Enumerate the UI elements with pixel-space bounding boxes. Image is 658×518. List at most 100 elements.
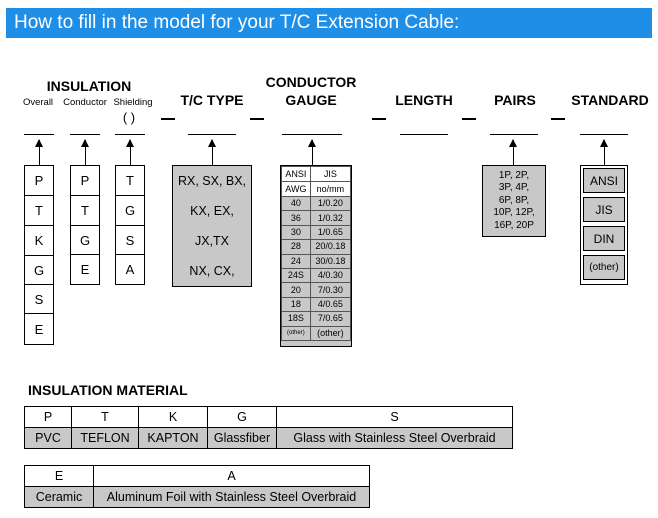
shielding-option: G <box>116 196 144 226</box>
gauge-awg: 18 <box>281 296 311 313</box>
page-banner: How to fill in the model for your T/C Ex… <box>6 8 652 38</box>
standard-option: ANSI <box>583 168 625 193</box>
gauge-row: (other)(other) <box>281 325 352 341</box>
tc-type-option: JX,TX <box>194 234 230 248</box>
material-code: S <box>276 406 513 428</box>
pairs-line: 3P, 4P, <box>498 182 530 194</box>
material-code: K <box>138 406 208 428</box>
shielding-blank <box>115 134 145 135</box>
gauge-awg: 24 <box>281 253 311 269</box>
length-blank <box>400 134 448 135</box>
tc-type-options: RX, SX, BX, KX, EX, JX,TX NX, CX, <box>172 165 252 287</box>
gauge-jis: 1/0.32 <box>309 210 352 226</box>
material-name: KAPTON <box>138 427 208 449</box>
pairs-line: 1P, 2P, <box>498 169 530 181</box>
separator-dash <box>372 118 386 120</box>
pairs-line: 6P, 8P, <box>498 194 530 206</box>
shielding-option: T <box>116 166 144 196</box>
shielding-optional-paren: ( ) <box>122 110 136 125</box>
shielding-subheader: Shielding <box>113 97 153 108</box>
gauge-jis: 4/0.30 <box>309 267 352 284</box>
gauge-jis: (other) <box>309 325 352 341</box>
gauge-head-jis: JIS <box>309 166 352 182</box>
conductor-options: P T G E <box>70 165 100 285</box>
material-code: T <box>71 406 139 428</box>
arrow-up-icon <box>208 139 216 165</box>
gauge-jis: 20/0.18 <box>309 239 352 255</box>
pairs-line: 16P, 20P <box>494 219 534 231</box>
material-code: A <box>93 465 370 487</box>
standard-option: (other) <box>583 255 625 280</box>
insulation-material-title: INSULATION MATERIAL <box>28 382 188 398</box>
pairs-line: 10P, 12P, <box>493 207 535 219</box>
shielding-option: A <box>125 262 135 277</box>
gauge-head-awg: AWG <box>281 181 311 197</box>
insulation-header: INSULATION <box>46 78 132 94</box>
gauge-jis: 1/0.65 <box>309 224 352 241</box>
overall-option: K <box>25 226 53 256</box>
pairs-header: PAIRS <box>494 92 536 108</box>
material-code: E <box>24 465 94 487</box>
gauge-jis: 1/0.20 <box>309 195 352 212</box>
tc-type-option: NX, CX, <box>189 264 235 278</box>
material-name: Glassfiber <box>207 427 277 449</box>
material-name: TEFLON <box>71 427 139 449</box>
gauge-awg: 36 <box>281 210 311 226</box>
gauge-awg: 40 <box>281 195 311 212</box>
standard-options: ANSI JIS DIN (other) <box>580 165 628 285</box>
standard-option: JIS <box>583 197 625 222</box>
arrow-up-icon <box>308 139 316 165</box>
standard-header: STANDARD <box>571 92 649 108</box>
shielding-option: S <box>116 226 144 255</box>
overall-option: E <box>34 321 44 337</box>
gauge-awg: 24S <box>281 267 311 284</box>
separator-dash <box>161 118 175 120</box>
gauge-awg: 28 <box>281 239 311 255</box>
conductor-blank <box>70 134 100 135</box>
conductor-option: G <box>71 226 99 255</box>
pairs-options: 1P, 2P, 3P, 4P, 6P, 8P, 10P, 12P, 16P, 2… <box>482 165 546 237</box>
standard-option: DIN <box>583 226 625 251</box>
gauge-head-ansi: ANSI <box>281 166 311 182</box>
tc-type-option: RX, SX, BX, <box>177 174 247 188</box>
gauge-blank <box>282 134 342 135</box>
gauge-awg: (other) <box>281 325 311 341</box>
overall-option: P <box>25 166 53 196</box>
gauge-jis: 30/0.18 <box>309 253 352 269</box>
overall-options: P T K G S E <box>24 165 54 345</box>
gauge-awg: 18S <box>281 311 311 327</box>
conductor-gauge-header-line2: GAUGE <box>285 92 337 108</box>
overall-option: G <box>25 256 53 285</box>
tc-type-header: T/C TYPE <box>180 92 244 108</box>
material-name: PVC <box>24 427 72 449</box>
gauge-head-nomm: no/mm <box>309 181 352 197</box>
material-table-1: P T K G S PVC TEFLON KAPTON Glassfiber G… <box>24 406 513 449</box>
material-name: Glass with Stainless Steel Overbraid <box>276 427 513 449</box>
tc-type-blank <box>188 134 236 135</box>
separator-dash <box>462 118 476 120</box>
pairs-blank <box>490 134 538 135</box>
overall-subheader: Overall <box>22 97 54 108</box>
material-name: Ceramic <box>24 486 94 508</box>
conductor-gauge-header-line1: CONDUCTOR <box>265 74 357 90</box>
gauge-jis: 7/0.65 <box>309 311 352 327</box>
conductor-option: P <box>71 166 99 196</box>
material-table-2: E A Ceramic Aluminum Foil with Stainless… <box>24 465 370 508</box>
banner-title: How to fill in the model for your T/C Ex… <box>14 12 460 33</box>
separator-dash <box>250 118 264 120</box>
overall-blank <box>24 134 54 135</box>
material-name: Aluminum Foil with Stainless Steel Overb… <box>93 486 370 508</box>
tc-type-option: KX, EX, <box>190 204 234 218</box>
arrow-up-icon <box>35 139 43 165</box>
conductor-option: T <box>71 196 99 226</box>
gauge-awg: 30 <box>281 224 311 241</box>
conductor-option: E <box>80 262 90 277</box>
